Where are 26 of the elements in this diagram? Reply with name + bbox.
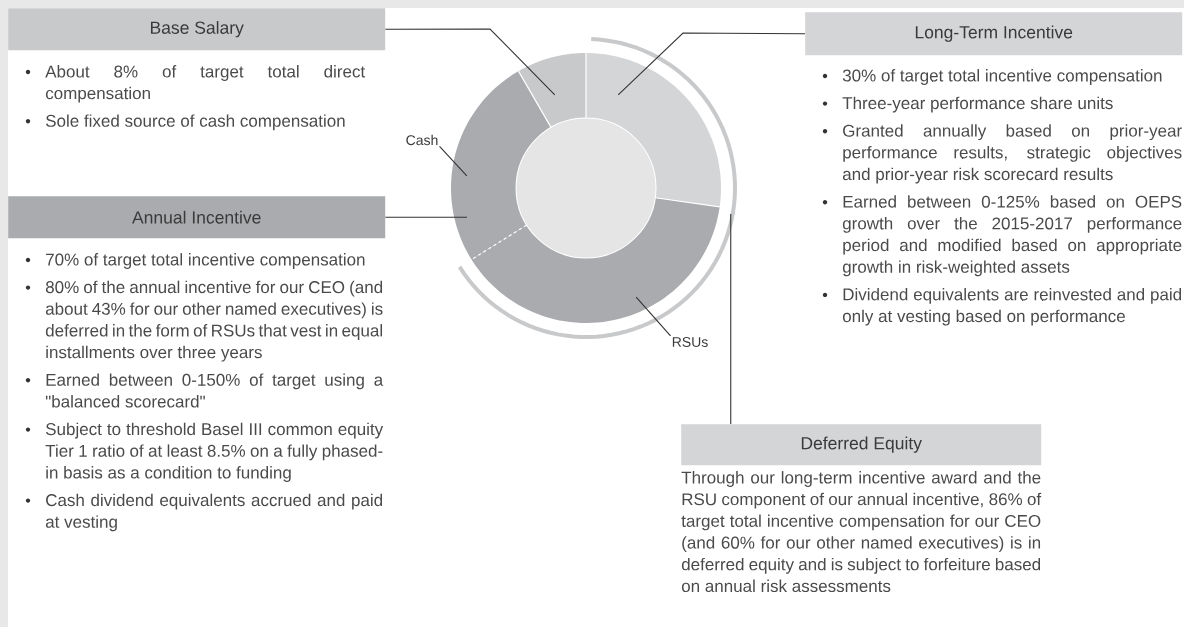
leader-line <box>635 296 672 337</box>
bullet-item: Sole fixed source of cash compensation <box>25 114 345 131</box>
bullet-item: 80% of the annual incentive for our CEO (and about 43% for our other named executives) is deferred in the form of RSUs that vest in equal installments over three years <box>25 280 383 362</box>
bullet-item: Earned between 0-125% based on OEPS growth over the 2015-2017 performance period and modified based on appropriate growth in risk-weighted assets <box>822 195 1182 277</box>
header-band: Base Salary <box>8 8 386 51</box>
bullet-item: Subject to threshold Basel III common equity Tier 1 ratio of at least 8.5% on a fully phased-in basis as a condition to funding <box>25 422 384 482</box>
leader-line <box>439 145 468 177</box>
bullet-item: 70% of target total incentive compensation <box>25 253 365 269</box>
header-band: Annual Incentive <box>8 196 386 239</box>
outer-arc <box>458 37 737 339</box>
leader-line <box>384 216 468 218</box>
bullet-item: Earned between 0-150% of target using a "balanced scorecard" <box>25 373 384 408</box>
slice-label: RSUs <box>672 337 708 347</box>
bullet-item: Granted annually based on prior-year performance results, strategic objectives and prior-year risk scorecard results <box>822 124 1182 184</box>
header-band: Deferred Equity <box>681 424 1042 466</box>
leader-line <box>730 213 732 425</box>
leader-line <box>384 28 556 96</box>
bullet-item: 30% of target total incentive compensation <box>822 69 1162 85</box>
bullet-item: About 8% of target total direct compensation <box>25 65 366 103</box>
slice-label: Cash <box>406 134 438 146</box>
bullet-item: Three-year performance share units <box>822 96 1113 113</box>
leader-line <box>617 32 806 96</box>
bullet-item: Cash dividend equivalents accrued and paid at vesting <box>25 493 383 532</box>
bullet-item: Dividend equivalents are reinvested and paid only at vesting based on performance <box>822 288 1182 326</box>
header-band: Long-Term Incentive <box>805 12 1183 56</box>
paragraph: Through our long-term incentive award and the RSU component of our annual incentive, 86% of target total incentive compensation for our CEO (and 60% for our other named executives) is in deferred equity and is subject to forfeiture based on annual risk assessments <box>681 471 1042 593</box>
